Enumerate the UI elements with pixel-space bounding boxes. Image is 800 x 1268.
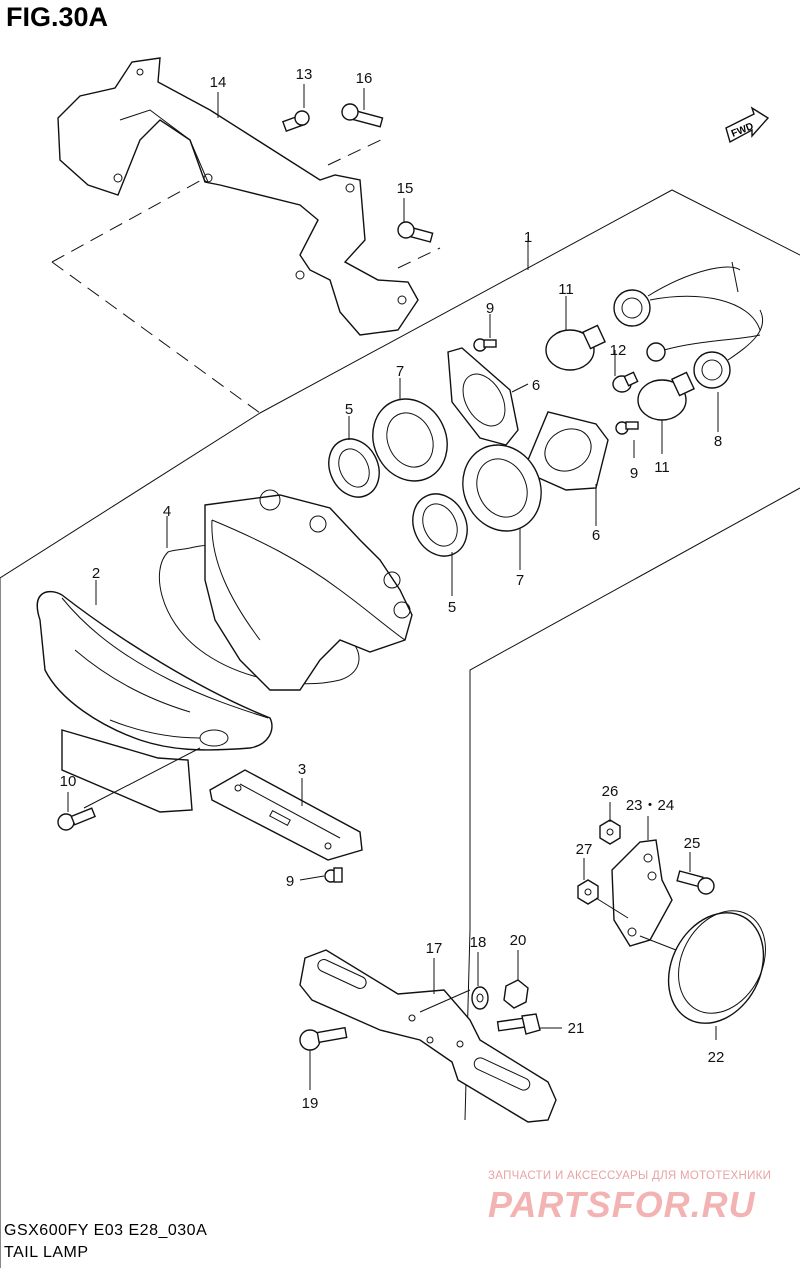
leader-lines	[67, 84, 719, 1090]
part-5-ring-upper	[328, 438, 380, 498]
callout-17: 17	[426, 940, 443, 957]
callout-2: 2	[92, 565, 100, 582]
part-2-lens	[36, 591, 273, 813]
callout-23-24: 23・24	[626, 797, 674, 814]
callout-13: 13	[296, 66, 313, 83]
callout-5-upper: 5	[345, 401, 353, 418]
part-9-screw-lower	[324, 867, 343, 883]
part-20-nut	[503, 979, 529, 1009]
callout-5-lower: 5	[448, 599, 456, 616]
part-11-bulb-lower	[637, 371, 695, 421]
part-12-small-bulb	[612, 371, 639, 393]
callout-11-lower: 11	[654, 459, 670, 476]
part-9-screw-right	[615, 421, 639, 435]
assembly-boundary	[0, 137, 800, 1268]
part-3-reflector-plate	[209, 769, 363, 861]
callout-7-upper: 7	[396, 363, 404, 380]
callout-3: 3	[298, 761, 306, 778]
part-17-license-bracket	[299, 949, 557, 1123]
callout-14: 14	[210, 74, 227, 91]
part-5-ring-lower	[412, 493, 468, 557]
section-name: TAIL LAMP	[4, 1244, 89, 1261]
callout-25: 25	[684, 835, 701, 852]
callout-20: 20	[510, 932, 527, 949]
part-8-socket-harness	[613, 261, 764, 389]
watermark-subtitle: ЗАПЧАСТИ И АКСЕССУАРЫ ДЛЯ МОТОТЕХНИКИ	[488, 1170, 772, 1182]
part-6-gasket-upper	[447, 347, 519, 446]
callout-9-lower: 9	[286, 873, 294, 890]
callout-21: 21	[568, 1020, 585, 1037]
part-27-nut	[577, 879, 599, 905]
part-26-nut	[599, 819, 621, 845]
part-23-24-reflector-bracket	[611, 839, 673, 947]
part-16-bolt	[341, 103, 384, 128]
housing-body	[204, 489, 413, 691]
callout-9-upper: 9	[486, 300, 494, 317]
callout-15: 15	[397, 180, 414, 197]
part-13-bolt	[281, 110, 310, 133]
callout-7-lower: 7	[516, 572, 524, 589]
part-14-bracket	[57, 57, 419, 336]
part-18-washer	[471, 986, 489, 1010]
callout-10: 10	[60, 773, 77, 790]
callout-26: 26	[602, 783, 619, 800]
part-7-ring-lower	[462, 444, 542, 532]
part-25-screw	[676, 870, 715, 895]
watermark-brand: PARTSFOR.RU	[488, 1184, 756, 1225]
part-21-bolt	[496, 1013, 541, 1035]
model-code: GSX600FY E03 E28_030A	[4, 1222, 208, 1239]
callout-11-upper: 11	[558, 281, 574, 298]
callout-4: 4	[163, 503, 171, 520]
callout-6-upper: 6	[532, 377, 540, 394]
callout-22: 22	[708, 1049, 725, 1066]
part-19-screw	[299, 1026, 348, 1051]
callout-19: 19	[302, 1095, 319, 1112]
callout-8: 8	[714, 433, 722, 450]
figure-title: FIG.30A	[6, 2, 109, 32]
callout-18: 18	[470, 934, 487, 951]
part-9-screw-upper	[473, 338, 497, 352]
part-11-bulb-upper	[545, 324, 606, 371]
callout-labels: 14 13 16 15 1 9 11 12 6 7 5 9 11 8 6 7 5…	[60, 66, 725, 1112]
part-7-ring-upper	[372, 398, 448, 482]
callout-16: 16	[356, 70, 373, 87]
callout-27: 27	[576, 841, 593, 858]
part-15-bolt	[397, 221, 434, 243]
part-6-gasket-lower	[527, 411, 609, 491]
part-22-reflector	[667, 910, 766, 1024]
callout-1: 1	[524, 229, 532, 246]
callout-9-right: 9	[630, 465, 638, 482]
callout-12: 12	[610, 342, 627, 359]
callout-6-lower: 6	[592, 527, 600, 544]
fwd-arrow-icon: FWD	[725, 106, 770, 144]
part-10-screw	[57, 807, 96, 831]
